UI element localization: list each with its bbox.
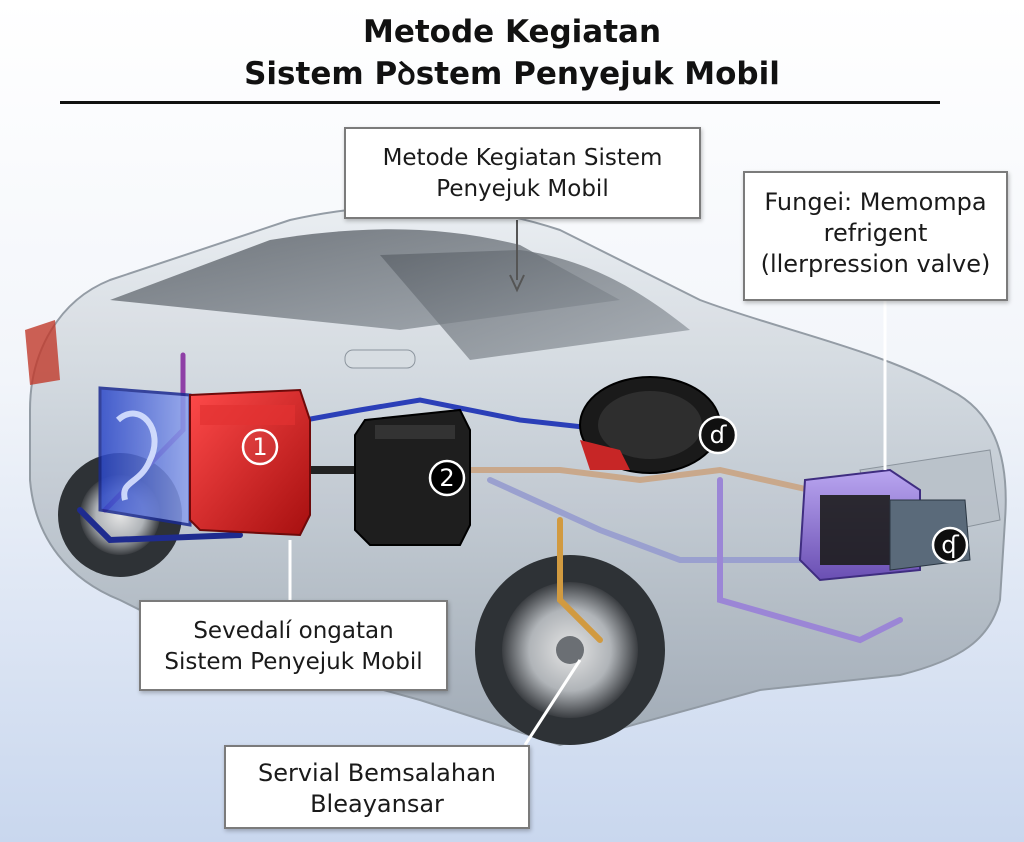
condenser: 1 bbox=[189, 388, 311, 537]
callout-bottom-line1: Servial Bemsalahan bbox=[257, 759, 497, 787]
marker-4-label: ʠ bbox=[941, 531, 959, 559]
callout-box-mid: Sevedalí ongatan Sistem Penyejuk Mobil bbox=[139, 600, 448, 691]
callout-right-line2: refrigent bbox=[823, 219, 928, 247]
marker-3-ring bbox=[698, 415, 738, 455]
door-handle bbox=[344, 349, 416, 369]
marker-3-label: ɗ bbox=[710, 421, 728, 449]
compressor: ɗ bbox=[579, 376, 738, 474]
front-wheel bbox=[475, 555, 665, 745]
callout-mid-line1: Sevedalí ongatan bbox=[193, 618, 394, 644]
leader-lines bbox=[288, 220, 887, 746]
windshield bbox=[380, 250, 690, 360]
evaporator: ʠ bbox=[798, 468, 971, 582]
marker-4-ring bbox=[931, 526, 969, 564]
marker-2-ring bbox=[428, 459, 466, 497]
callout-box-bottom: Servial Bemsalahan Bleayansar bbox=[224, 745, 530, 829]
marker-2-label: 2 bbox=[439, 464, 454, 492]
callout-bottom-line2: Bleayansar bbox=[310, 790, 444, 818]
title-underline bbox=[60, 101, 940, 104]
callout-mid-line2: Sistem Penyejuk Mobil bbox=[164, 649, 423, 675]
expansion-valve bbox=[580, 440, 630, 470]
diagram-title-line1: Metode Kegiatan bbox=[362, 14, 662, 50]
callout-box-top: Metode Kegiatan Sistem Penyejuk Mobil bbox=[344, 127, 701, 219]
marker-1-label: 1 bbox=[252, 433, 267, 461]
callout-box-right: Fungei: Memompa refrigent (llerpression … bbox=[743, 171, 1008, 301]
callout-right-line1: Fungei: Memompa bbox=[764, 188, 987, 216]
callout-right-line3: (llerpression valve) bbox=[760, 250, 991, 278]
radiator bbox=[98, 386, 192, 527]
tail-light bbox=[25, 320, 60, 385]
receiver-drier: 2 bbox=[354, 408, 471, 546]
callout-top-line1: Metode Kegiatan Sistem bbox=[382, 145, 663, 171]
callout-top-line2: Penyejuk Mobil bbox=[436, 176, 609, 202]
diagram-title-line2: Sistem Pꝺstem Penyejuk Mobil bbox=[244, 56, 780, 92]
marker-1-ring bbox=[241, 428, 279, 466]
